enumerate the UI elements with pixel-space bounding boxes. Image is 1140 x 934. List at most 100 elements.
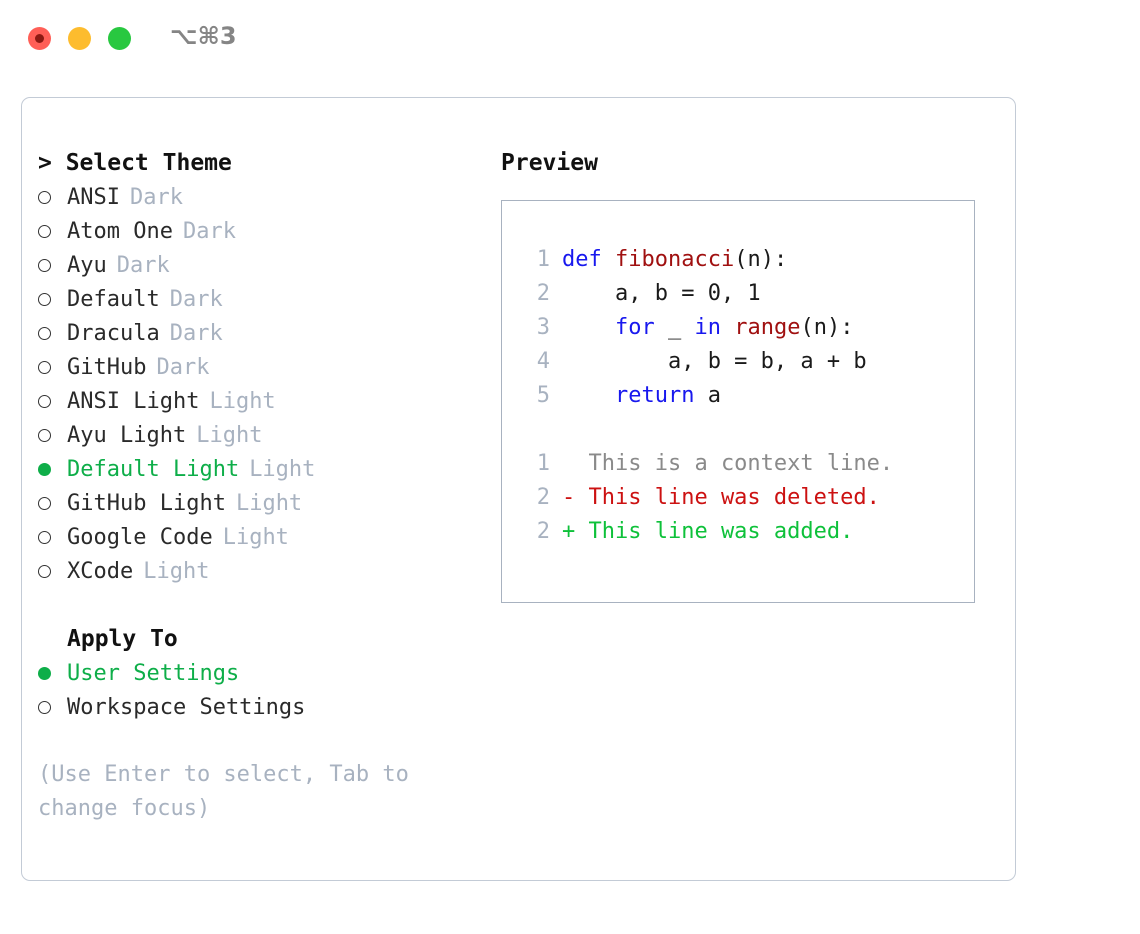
theme-variant-tag: Dark: [116, 252, 170, 278]
theme-option-xcode[interactable]: XCode Light: [38, 554, 488, 588]
theme-option-label: Dracula: [67, 320, 160, 346]
code-diff-gap: [516, 413, 974, 447]
theme-variant-tag: Light: [249, 456, 316, 482]
theme-variant-tag: Dark: [169, 286, 223, 312]
code-line: 4 a, b = b, a + b: [516, 345, 974, 379]
theme-variant-tag: Light: [222, 524, 289, 550]
zoom-button[interactable]: [108, 27, 131, 50]
close-button[interactable]: [28, 27, 51, 50]
line-number: 3: [536, 315, 550, 340]
code-token: (n):: [800, 315, 854, 340]
radio-selected-icon: [38, 656, 67, 690]
theme-option-label: Atom One: [67, 218, 173, 244]
theme-variant-tag: Light: [143, 558, 210, 584]
theme-variant-tag: Dark: [182, 218, 236, 244]
code-token: fibonacci: [614, 247, 735, 272]
line-number: 5: [536, 383, 550, 408]
theme-option-label: GitHub Light: [67, 490, 226, 516]
code-token: [562, 315, 615, 340]
preview-header: Preview: [501, 150, 598, 176]
theme-option-github-light[interactable]: GitHub Light Light: [38, 486, 488, 520]
code-token: a: [707, 383, 721, 408]
theme-option-label: Default Light: [67, 456, 240, 482]
code-token: [562, 383, 615, 408]
theme-variant-tag: Dark: [169, 320, 223, 346]
theme-option-label: XCode: [67, 558, 134, 584]
radio-unselected-icon: [38, 384, 67, 418]
radio-unselected-icon: [38, 520, 67, 554]
code-token: a, b = b, a + b: [562, 349, 867, 374]
radio-unselected-icon: [38, 214, 67, 248]
theme-option-ansi[interactable]: ANSI Dark: [38, 180, 488, 214]
line-number: 4: [536, 349, 550, 374]
code-token: (n):: [734, 247, 788, 272]
theme-option-label: Google Code: [67, 524, 213, 550]
line-number: 1: [536, 451, 550, 476]
code-token: for: [614, 315, 668, 340]
code-token: def: [562, 247, 615, 272]
theme-option-default-light[interactable]: Default Light Light: [38, 452, 488, 486]
theme-option-atom-one[interactable]: Atom One Dark: [38, 214, 488, 248]
radio-unselected-icon: [38, 248, 67, 282]
radio-unselected-icon: [38, 350, 67, 384]
select-theme-header: > Select Theme: [38, 150, 232, 176]
code-token: in: [694, 315, 735, 340]
radio-selected-icon: [38, 452, 67, 486]
line-number: 2: [536, 281, 550, 306]
theme-option-ayu[interactable]: Ayu Dark: [38, 248, 488, 282]
radio-unselected-icon: [38, 180, 67, 214]
theme-option-label: GitHub: [67, 354, 147, 380]
keyboard-shortcut-label: ⌥⌘3: [170, 22, 237, 50]
theme-variant-tag: Light: [196, 422, 263, 448]
list-spacer: [38, 588, 488, 622]
theme-variant-tag: Light: [235, 490, 303, 516]
apply-to-option-label: User Settings: [67, 660, 240, 686]
apply-to-header: Apply To: [67, 626, 178, 652]
radio-unselected-icon: [38, 316, 67, 350]
theme-variant-tag: Dark: [129, 184, 183, 210]
theme-variant-tag: Light: [209, 388, 276, 414]
theme-option-label: Ayu: [67, 252, 107, 278]
apply-to-option-label: Workspace Settings: [67, 694, 306, 720]
diff-line-text: + This line was added.: [562, 519, 854, 544]
code-line: 5 return a: [516, 379, 974, 413]
code-line: 2 a, b = 0, 1: [516, 277, 974, 311]
code-line: 1 def fibonacci(n):: [516, 243, 974, 277]
theme-option-label: ANSI Light: [67, 388, 200, 414]
code-line-text: for _ in range(n):: [562, 311, 853, 345]
diff-line-text: - This line was deleted.: [562, 485, 880, 510]
radio-unselected-icon: [38, 282, 67, 316]
theme-option-label: ANSI: [67, 184, 120, 210]
code-line-text: a, b = b, a + b: [562, 345, 867, 379]
line-number: 2: [536, 485, 550, 510]
radio-unselected-icon: [38, 690, 67, 724]
diff-line: 2+ This line was added.: [516, 515, 974, 549]
code-line-text: a, b = 0, 1: [562, 277, 761, 311]
radio-unselected-icon: [38, 486, 67, 520]
apply-to-option-workspace-settings[interactable]: Workspace Settings: [38, 690, 488, 724]
theme-option-ansi-light[interactable]: ANSI Light Light: [38, 384, 488, 418]
apply-to-option-user-settings[interactable]: User Settings: [38, 656, 488, 690]
theme-option-google-code[interactable]: Google Code Light: [38, 520, 488, 554]
code-token: _: [667, 315, 695, 340]
title-bar: ⌥⌘3: [0, 0, 1140, 78]
keyboard-hint-text: (Use Enter to select, Tab to change focu…: [38, 762, 409, 821]
line-number: 1: [536, 247, 550, 272]
minimize-button[interactable]: [68, 27, 91, 50]
diff-line: 2 - This line was deleted.: [516, 481, 974, 515]
code-line: 3 for _ in range(n):: [516, 311, 974, 345]
theme-option-dracula[interactable]: Dracula Dark: [38, 316, 488, 350]
code-line-text: return a: [562, 379, 721, 413]
radio-unselected-icon: [38, 554, 67, 588]
